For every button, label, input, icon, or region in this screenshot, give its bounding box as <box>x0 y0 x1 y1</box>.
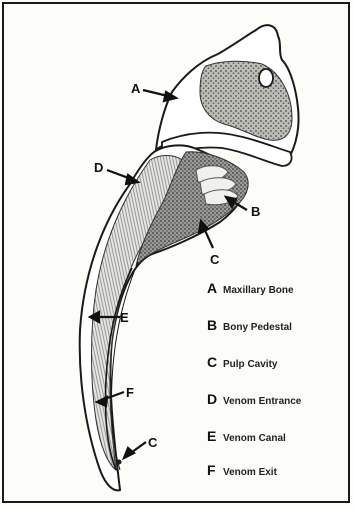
legend-label: Bony Pedestal <box>223 322 292 333</box>
legend-key: E <box>207 428 223 444</box>
callout-c-tip: C <box>148 435 158 450</box>
callout-b: B <box>251 204 260 219</box>
legend-key: D <box>207 391 223 407</box>
callout-c-pulp: C <box>210 252 220 267</box>
fang-tip-mark <box>117 460 122 465</box>
legend-item: A Maxillary Bone <box>207 280 294 296</box>
callout-f: F <box>126 385 134 400</box>
legend-label: Venom Canal <box>223 433 286 444</box>
legend-label: Venom Entrance <box>223 396 301 407</box>
legend-item: F Venom Exit <box>207 462 277 478</box>
legend-item: E Venom Canal <box>207 428 286 444</box>
legend-key: B <box>207 317 223 333</box>
legend-label: Maxillary Bone <box>223 285 294 296</box>
legend-item: D Venom Entrance <box>207 391 301 407</box>
callout-d: D <box>94 160 103 175</box>
legend-key: A <box>207 280 223 296</box>
legend-key: F <box>207 462 223 478</box>
callout-e: E <box>120 310 129 325</box>
legend-item: C Pulp Cavity <box>207 354 277 370</box>
legend-item: B Bony Pedestal <box>207 317 292 333</box>
callout-a: A <box>131 81 141 96</box>
bone-foramen <box>259 69 273 87</box>
legend-label: Venom Exit <box>223 467 277 478</box>
legend-key: C <box>207 354 223 370</box>
legend-label: Pulp Cavity <box>223 359 277 370</box>
